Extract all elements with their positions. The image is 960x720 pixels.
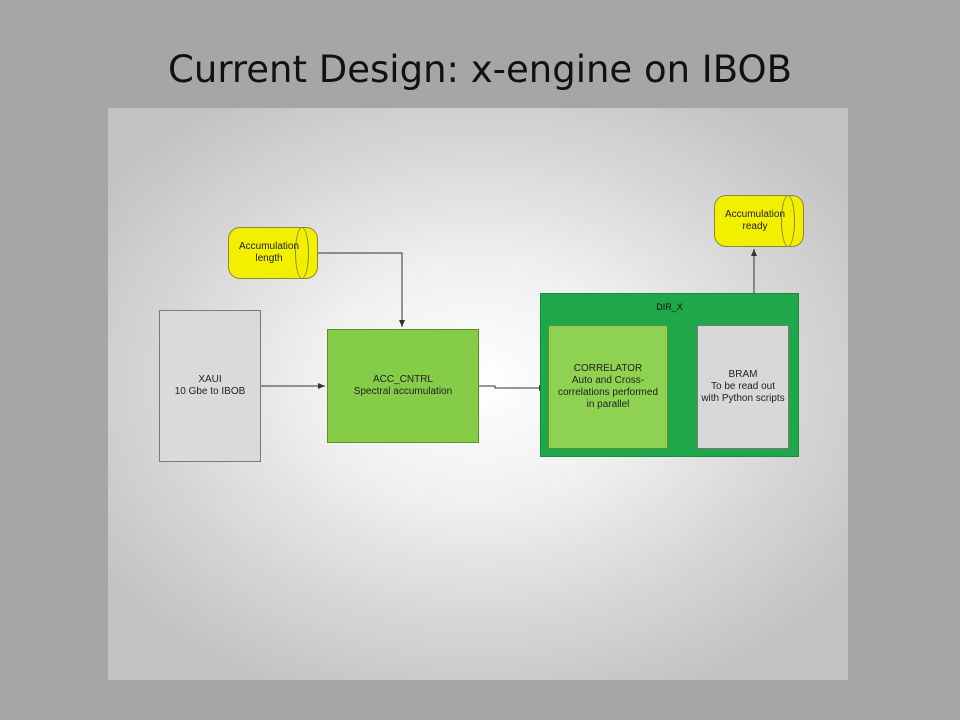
correlator-title: CORRELATOR: [573, 363, 643, 374]
correlator-line4: in parallel: [586, 399, 630, 410]
accumulation-length-line1: Accumulation: [238, 241, 300, 252]
correlator-line2: Auto and Cross-: [571, 375, 645, 386]
arrow-length-to-acc: [318, 252, 405, 327]
bram-block: BRAM To be read out with Python scripts: [697, 325, 789, 449]
dir-x-label: DIR_X: [656, 302, 683, 312]
slide-title: Current Design: x-engine on IBOB: [168, 48, 792, 91]
diagram-canvas: Accumulation length Accumulation ready X…: [108, 108, 848, 680]
accumulation-length-storage: Accumulation length: [228, 227, 318, 279]
correlator-line3: correlations performed: [557, 387, 659, 398]
acc-cntrl-title: ACC_CNTRL: [372, 374, 433, 385]
acc-cntrl-subtitle: Spectral accumulation: [353, 386, 453, 397]
bram-title: BRAM: [728, 369, 758, 380]
bram-line3: with Python scripts: [701, 393, 785, 404]
xaui-block: XAUI 10 Gbe to IBOB: [159, 310, 261, 462]
bram-line2: To be read out: [711, 381, 775, 392]
accumulation-ready-storage: Accumulation ready: [714, 195, 804, 247]
accumulation-length-line2: length: [255, 253, 283, 264]
xaui-title: XAUI: [198, 374, 222, 385]
arrow-acc-to-correlator: [479, 385, 546, 391]
acc-cntrl-block: ACC_CNTRL Spectral accumulation: [327, 329, 479, 443]
xaui-subtitle: 10 Gbe to IBOB: [174, 386, 246, 397]
accumulation-ready-line2: ready: [742, 221, 768, 232]
accumulation-ready-line1: Accumulation: [724, 209, 786, 220]
correlator-block: CORRELATOR Auto and Cross- correlations …: [548, 325, 668, 449]
